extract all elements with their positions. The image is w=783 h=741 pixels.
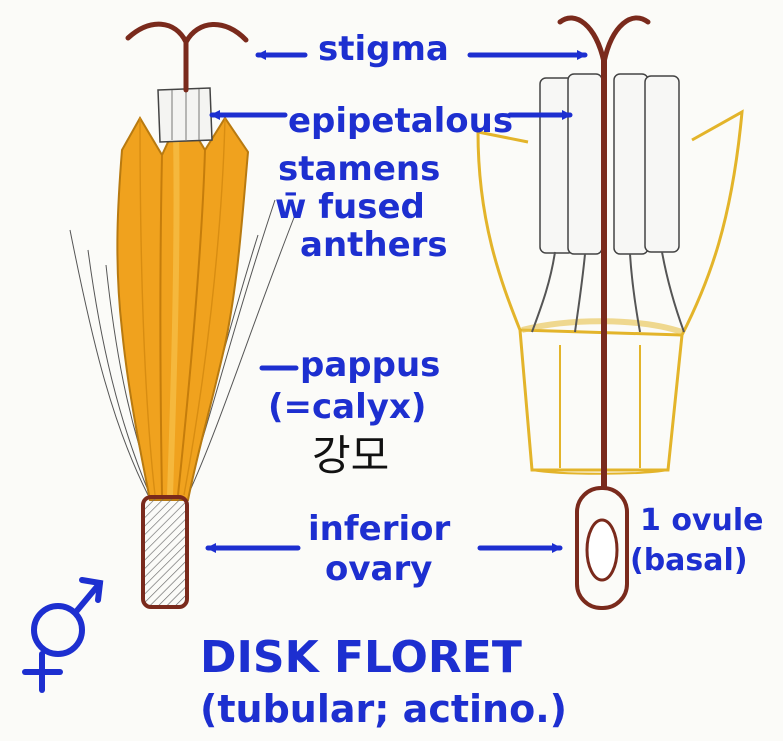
corolla bbox=[117, 112, 248, 500]
label-pappus-line1: pappus bbox=[300, 345, 440, 385]
ovary-right bbox=[577, 488, 627, 608]
corolla-cutaway bbox=[478, 112, 742, 474]
title-line1: DISK FLORET bbox=[200, 632, 522, 683]
label-ovule-line2: (basal) bbox=[630, 543, 748, 578]
title-line2: (tubular; actino.) bbox=[200, 687, 567, 731]
label-stigma: stigma bbox=[318, 29, 449, 69]
label-stamens-line4: anthers bbox=[300, 225, 448, 265]
label-korean-note: 강모 bbox=[312, 431, 389, 480]
label-stamens-line1: epipetalous bbox=[288, 101, 513, 141]
label-ovary-line1: inferior bbox=[308, 509, 450, 549]
label-stamens-line3: w̄ fused bbox=[275, 187, 425, 227]
left-floret bbox=[70, 24, 295, 607]
stamens-cutaway bbox=[540, 74, 679, 254]
label-pappus-line2: (=calyx) bbox=[268, 387, 426, 427]
stigma-left bbox=[128, 24, 246, 90]
label-ovary-line2: ovary bbox=[325, 549, 432, 589]
label-stamens-line2: stamens bbox=[278, 149, 440, 189]
ovary-left bbox=[143, 497, 187, 607]
label-ovule-line1: 1 ovule bbox=[640, 503, 763, 538]
anther-tube bbox=[158, 88, 212, 142]
bisexual-symbol-icon bbox=[25, 580, 100, 690]
ovule bbox=[587, 520, 617, 580]
